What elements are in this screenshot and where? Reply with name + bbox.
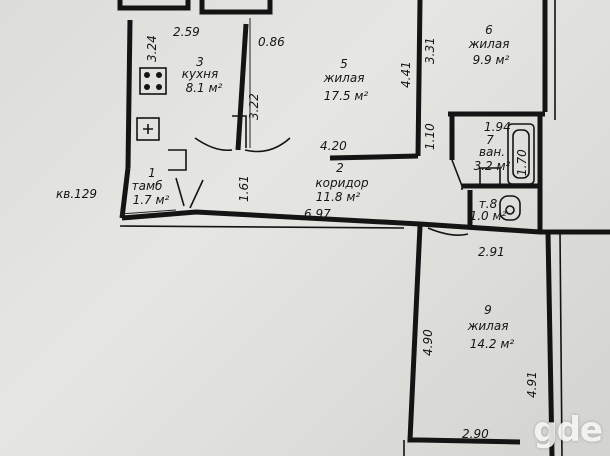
wall-living9-right xyxy=(545,231,555,456)
room-vestibule-name: тамб xyxy=(132,179,163,193)
watermark-logo: gde xyxy=(533,410,603,450)
apartment-label: кв.129 xyxy=(56,187,97,201)
wall-top-mid xyxy=(199,0,273,15)
dim-2-59: 2.59 xyxy=(173,25,200,39)
room-living9-name: жилая xyxy=(467,319,509,333)
room-kitchen-name: кухня xyxy=(182,67,219,81)
dim-1-94: 1.94 xyxy=(484,120,511,134)
room-wc-area: 1.0 м² xyxy=(470,209,507,223)
room-kitchen-number: 3 xyxy=(196,55,204,69)
dim-2-91: 2.91 xyxy=(478,245,505,259)
dim-1-10: 1.10 xyxy=(423,123,437,150)
dim-6-97: 6.97 xyxy=(304,207,331,221)
kitchen-counter xyxy=(168,149,187,171)
wall-kitchen-inner xyxy=(232,115,247,148)
dim-2-90: 2.90 xyxy=(462,427,489,441)
dim-4-90: 4.90 xyxy=(421,329,435,356)
room-corridor-area: 11.8 м² xyxy=(316,190,361,204)
dim-3-31: 3.31 xyxy=(423,37,437,64)
bathtub-icon xyxy=(507,123,535,185)
wall-kitchen-right xyxy=(235,23,249,151)
wall-kitchen-left xyxy=(125,19,133,169)
door-living9 xyxy=(427,227,469,236)
room-bath-area: 3.2 м² xyxy=(474,159,511,173)
room-living9-area: 14.2 м² xyxy=(470,337,515,351)
room-corridor-number: 2 xyxy=(336,161,344,175)
dim-4-20: 4.20 xyxy=(320,139,347,153)
dim-0-86: 0.86 xyxy=(258,35,285,49)
room-living6-area: 9.9 м² xyxy=(473,53,510,67)
bath-sink-icon xyxy=(479,167,501,187)
toilet-icon xyxy=(499,195,521,221)
room-living5-area: 17.5 м² xyxy=(324,89,369,103)
door-vestibule-2 xyxy=(189,179,204,209)
wall-living5-right xyxy=(415,0,423,157)
bath-jog xyxy=(451,159,463,190)
room-living6-number: 6 xyxy=(485,23,493,37)
dim-4-41: 4.41 xyxy=(399,61,413,88)
door-living5 xyxy=(244,137,291,153)
room-wc-name: т. xyxy=(479,197,490,211)
room-vestibule-area: 1.7 м² xyxy=(133,193,170,207)
door-kitchen xyxy=(194,137,233,152)
wall-living5-bottom xyxy=(329,153,419,161)
room-kitchen-area: 8.1 м² xyxy=(186,81,223,95)
room-vestibule-number: 1 xyxy=(148,166,156,180)
wall-living9-bottom xyxy=(419,437,521,445)
door-vestibule xyxy=(175,177,185,207)
wall-top-left xyxy=(117,0,191,11)
room-corridor-name: коридор xyxy=(315,176,369,190)
dim-1-61: 1.61 xyxy=(237,175,251,202)
wall-vestibule-left xyxy=(119,167,131,219)
dim-1-70: 1.70 xyxy=(515,149,529,176)
wall-lower-left xyxy=(119,225,405,229)
dim-4-91: 4.91 xyxy=(525,371,539,398)
room-wc-number: 8 xyxy=(490,197,498,211)
dim-3-24: 3.24 xyxy=(145,35,159,62)
wall-living9-left xyxy=(407,225,423,443)
room-bath-number: 7 xyxy=(486,133,494,147)
room-living5-name: жилая xyxy=(323,71,365,85)
room-living6-name: жилая xyxy=(468,37,510,51)
stove-icon xyxy=(139,67,167,95)
room-wc-number-name: т.8 xyxy=(479,197,498,211)
room-living5-number: 5 xyxy=(340,57,348,71)
room-living9-number: 9 xyxy=(484,303,492,317)
wall-corridor-bottom xyxy=(121,209,610,235)
wall-living9-right-line xyxy=(559,231,563,456)
room-bath-name: ван. xyxy=(479,145,505,159)
kitchen-sink-icon xyxy=(136,117,160,141)
dim-3-22: 3.22 xyxy=(247,93,261,120)
corridor-line xyxy=(119,209,177,215)
